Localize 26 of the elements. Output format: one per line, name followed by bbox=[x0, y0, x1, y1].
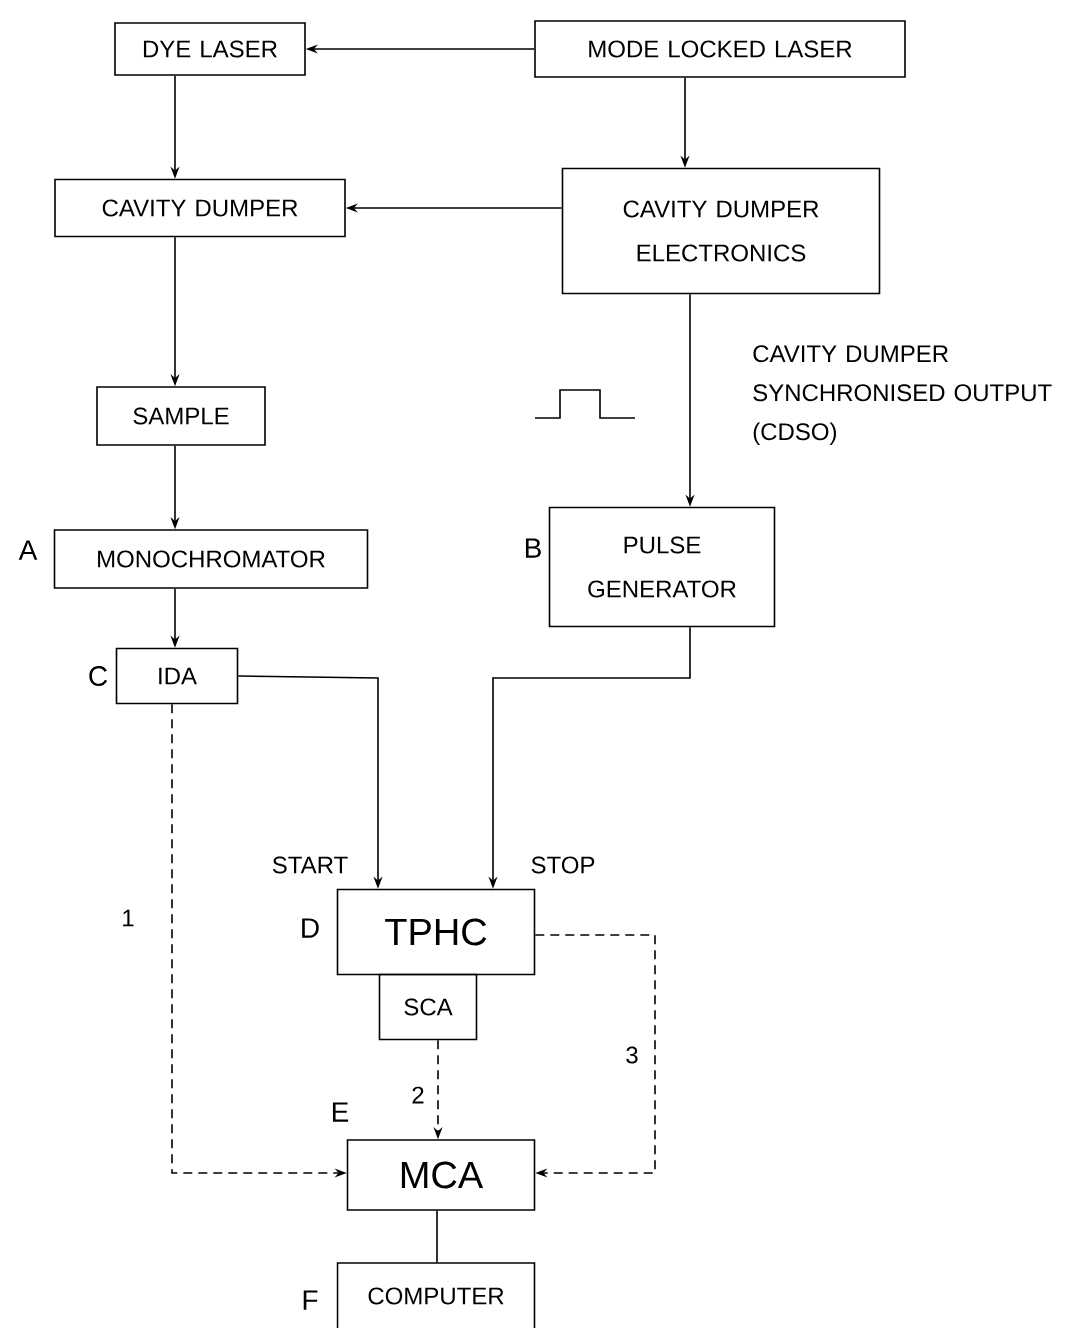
letter-label: A bbox=[18, 540, 38, 560]
block-box: CAVITY DUMPER bbox=[54, 178, 346, 238]
block-box: MODE LOCKED LASER bbox=[534, 20, 906, 78]
edge-label: 2 bbox=[409, 1084, 427, 1106]
letter-label: E bbox=[332, 1102, 349, 1122]
block-box: COMPUTER bbox=[336, 1262, 536, 1328]
letter-label: C bbox=[89, 666, 108, 686]
edge-label: STOP bbox=[528, 854, 598, 876]
block-box: SAMPLE bbox=[96, 386, 266, 446]
letter-label: D bbox=[302, 918, 319, 938]
edge-label: START bbox=[269, 854, 351, 876]
connector-line bbox=[436, 1210, 438, 1263]
block-box: MONOCHROMATOR bbox=[53, 529, 369, 589]
letter-label: B bbox=[525, 538, 541, 558]
block-box: PULSE GENERATOR bbox=[548, 506, 776, 628]
letter-label: F bbox=[303, 1290, 318, 1310]
block-box: IDA bbox=[115, 647, 239, 705]
edge-label: 1 bbox=[119, 907, 137, 929]
dashed-arrow bbox=[534, 934, 656, 1178]
block-box: TPHC bbox=[336, 888, 536, 976]
block-box: MCA bbox=[346, 1139, 536, 1211]
block-box: SCA bbox=[378, 973, 478, 1041]
edge-label: 3 bbox=[623, 1044, 641, 1066]
block-box: DYE LASER bbox=[114, 22, 306, 76]
note-text: CAVITY DUMPER SYNCHRONISED OUTPUT (CDSO) bbox=[753, 345, 1052, 445]
block-box: CAVITY DUMPER ELECTRONICS bbox=[561, 167, 881, 295]
